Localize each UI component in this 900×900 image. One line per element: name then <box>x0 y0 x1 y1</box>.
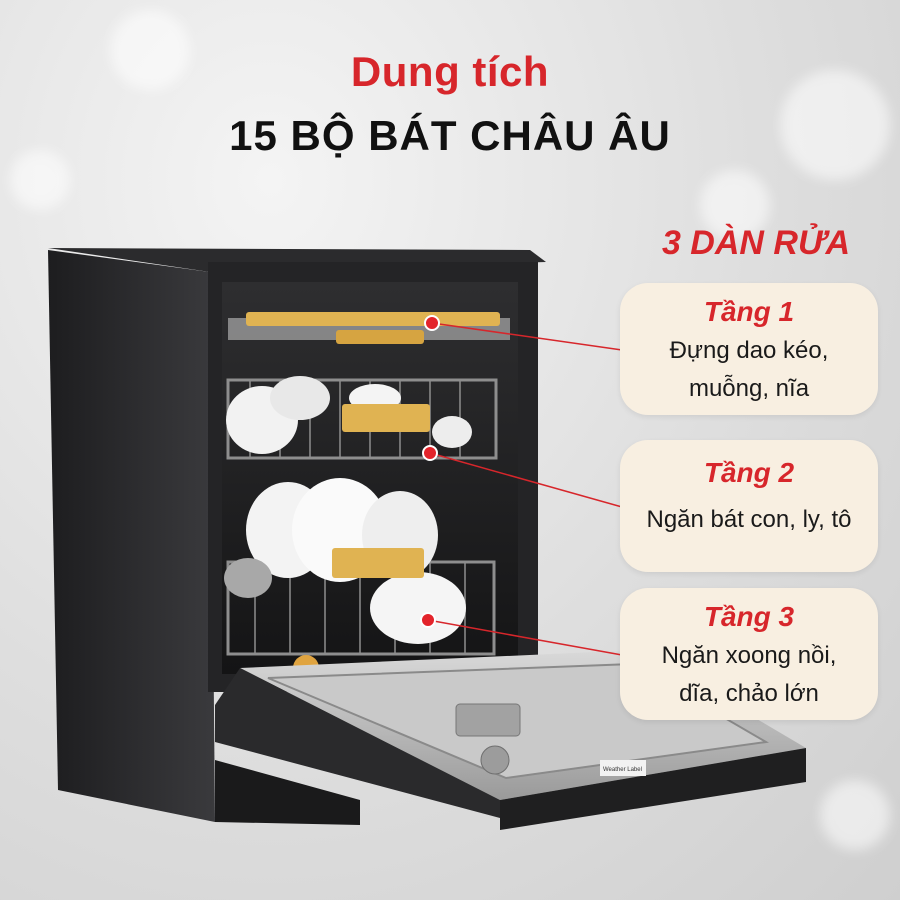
bokeh-light <box>820 780 890 850</box>
detergent-dispenser <box>455 703 521 737</box>
door-edge <box>215 668 500 818</box>
tier-2-title: Tầng 2 <box>703 457 795 488</box>
tier-3-title: Tầng 3 <box>703 601 795 632</box>
bokeh-light <box>700 170 770 240</box>
callout-line-tier-1 <box>431 322 623 351</box>
tier-1-desc-line-1: Đựng dao kéo, <box>669 337 829 364</box>
cup <box>432 416 472 448</box>
callout-dot-tier-3 <box>420 612 436 628</box>
bokeh-light <box>110 10 190 90</box>
tier-2-card: Tầng 2 Ngăn bát con, ly, tô <box>620 440 878 572</box>
callout-line-tier-2 <box>429 452 623 508</box>
tier-2-desc-line-1: Ngăn bát con, ly, tô <box>646 506 852 533</box>
headline-capacity: Dung tích <box>350 48 550 95</box>
bowl <box>270 376 330 420</box>
tier-3-card: Tầng 3 Ngăn xoong nồi, dĩa, chảo lớn <box>620 588 878 720</box>
tier-1-title: Tầng 1 <box>703 296 795 327</box>
dishwasher-base <box>215 760 360 825</box>
dishwasher-tub <box>222 282 518 674</box>
tier-1-desc-line-2: muỗng, nĩa <box>688 375 810 402</box>
tray-handle-1 <box>246 312 500 326</box>
callout-dot-tier-1 <box>424 315 440 331</box>
basket-handle-3 <box>332 548 424 578</box>
bowl <box>370 572 466 644</box>
dishwasher-top <box>48 248 546 272</box>
bokeh-light <box>10 150 70 210</box>
tier-3-desc-line-2: dĩa, chảo lớn <box>679 680 819 707</box>
pot <box>224 558 272 598</box>
energy-label-text: Weather Label <box>603 767 642 773</box>
callout-line-tier-3 <box>427 619 623 656</box>
rack-count-title: 3 DÀN RỬA <box>661 224 850 262</box>
energy-label <box>600 760 646 776</box>
bokeh-light <box>780 70 890 180</box>
headline-place-settings: 15 BỘ BÁT CHÂU ÂU <box>229 112 671 159</box>
tier-1-card: Tầng 1 Đựng dao kéo, muỗng, nĩa <box>620 283 878 415</box>
tier-3-desc-line-1: Ngăn xoong nồi, <box>661 642 837 669</box>
basket-handle-2 <box>342 404 430 432</box>
dishwasher-side-panel <box>48 250 215 822</box>
rinse-aid-cap <box>480 745 510 775</box>
callout-dot-tier-2 <box>422 445 438 461</box>
